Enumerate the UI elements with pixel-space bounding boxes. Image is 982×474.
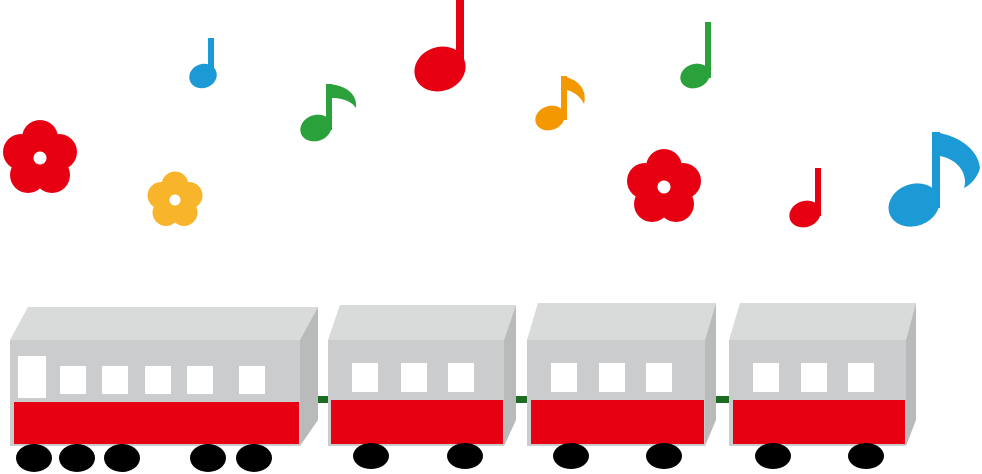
yellow-flower-icon (147, 171, 203, 226)
wheel (447, 443, 483, 469)
blue-quarter-note-icon (189, 38, 217, 89)
green-quarter-note-right-icon (680, 22, 711, 89)
car-window (401, 363, 427, 392)
train-car-4 (729, 303, 916, 469)
car-window (801, 363, 827, 392)
wheel (190, 444, 226, 472)
train-car-2 (328, 305, 516, 469)
coupler (503, 396, 531, 403)
red-flower-right-icon (627, 149, 701, 222)
red-flower-left-icon (3, 120, 77, 193)
green-eighth-note-left-icon (300, 84, 357, 142)
train-car-1 (10, 307, 318, 472)
train-icon (10, 303, 916, 472)
wheel (755, 443, 791, 469)
car-window (448, 363, 474, 392)
red-small-quarter-note-icon (789, 168, 821, 228)
car-window (848, 363, 874, 392)
orange-eighth-note-icon (535, 76, 585, 131)
car-window (551, 363, 577, 392)
wheel (236, 444, 272, 472)
car-window (352, 363, 378, 392)
car-window (60, 366, 86, 394)
wheel (16, 444, 52, 472)
car-window (753, 363, 779, 392)
car-window (187, 366, 213, 394)
wheel (553, 443, 589, 469)
car-window (646, 363, 672, 392)
car-window (239, 366, 265, 394)
car-window (599, 363, 625, 392)
car-window (18, 356, 46, 398)
wheel (646, 443, 682, 469)
train-car-3 (527, 303, 716, 469)
wheel (353, 443, 389, 469)
wheel (104, 444, 140, 472)
car-window (102, 366, 128, 394)
wheel (848, 443, 884, 469)
blue-eighth-note-icon (888, 132, 980, 227)
wheel (59, 444, 95, 472)
car-window (145, 366, 171, 394)
coupler (704, 396, 734, 403)
red-quarter-note-icon (414, 0, 466, 92)
